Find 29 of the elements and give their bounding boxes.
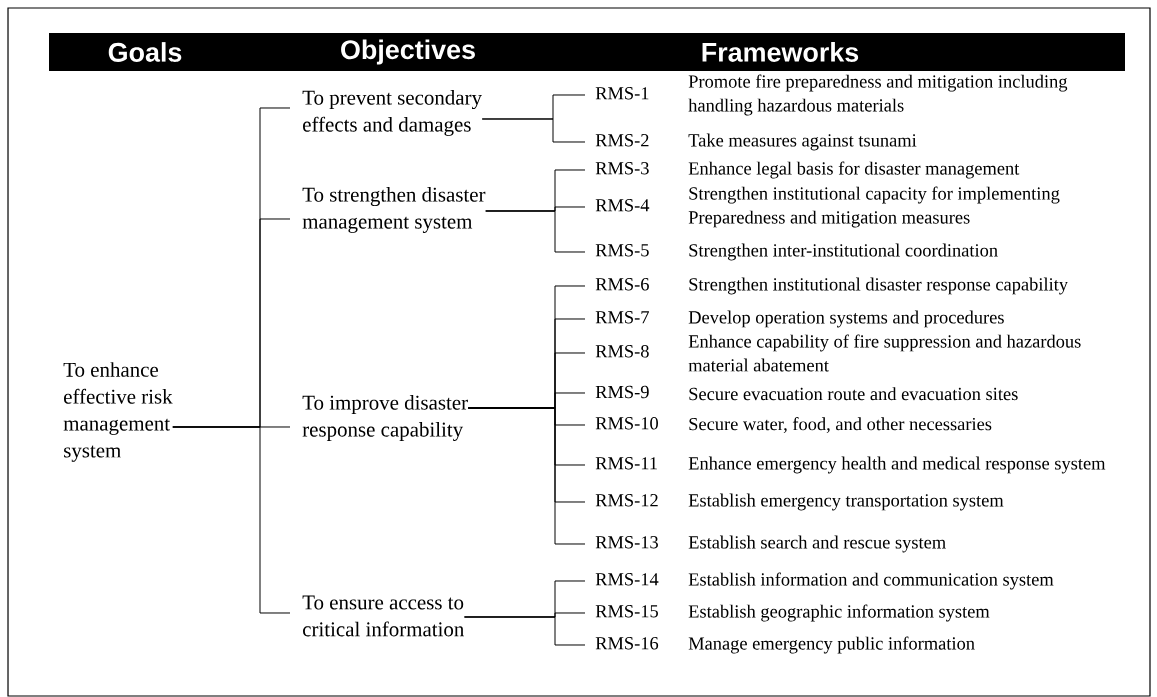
framework-item: RMS-9 Secure evacuation route and evacuation sites xyxy=(595,385,1018,401)
framework-item: RMS-15 Establish geographic information system xyxy=(595,604,990,622)
framework-item: RMS-2 Take measures against tsunami xyxy=(595,133,917,151)
framework-item: RMS-11 Enhance emergency health and medical response system xyxy=(595,456,1106,474)
objective-text: To improve disaster response capability xyxy=(302,395,468,441)
framework-item: RMS-10 Secure water, food, and other necessaries xyxy=(595,417,992,433)
framework-item: RMS-7 Develop operation systems and procedures xyxy=(595,310,1004,328)
goal-text: To enhance effective risk management system xyxy=(63,362,173,462)
framework-item: RMS-16 Manage emergency public information xyxy=(595,636,975,654)
framework-item: RMS-1 Promote fire preparedness and mitigation including handling hazardous materials xyxy=(595,74,1068,116)
connector xyxy=(172,426,291,614)
objective-text: To strengthen disaster management system xyxy=(302,187,486,233)
framework-item: RMS-14 Establish information and communication system xyxy=(595,572,1054,590)
objective-text: To ensure access to critical information xyxy=(302,595,464,637)
column-header: Objectives xyxy=(341,39,475,65)
framework-item: RMS-6 Strengthen institutional disaster response capability xyxy=(595,277,1068,295)
framework-item: RMS-12 Establish emergency transportation system xyxy=(595,493,1004,511)
framework-item: RMS-3 Enhance legal basis for disaster management xyxy=(595,161,1020,179)
column-header: Goals xyxy=(108,42,182,62)
framework-item: RMS-4 Strengthen institutional capacity for implementing Preparedness and mitigation measures xyxy=(595,186,1060,228)
framework-item: RMS-5 Strengthen inter-institutional coordination xyxy=(595,243,998,261)
column-header: Frameworks xyxy=(702,42,859,62)
framework-item: RMS-8 Enhance capability of fire suppression and hazardous material abatement xyxy=(595,334,1081,372)
framework-item: RMS-13 Establish search and rescue system xyxy=(595,535,946,553)
connector xyxy=(467,407,586,545)
connector xyxy=(464,616,586,646)
connector xyxy=(481,118,586,143)
connector xyxy=(485,210,586,253)
objective-text: To prevent secondary effects and damages xyxy=(302,90,482,136)
